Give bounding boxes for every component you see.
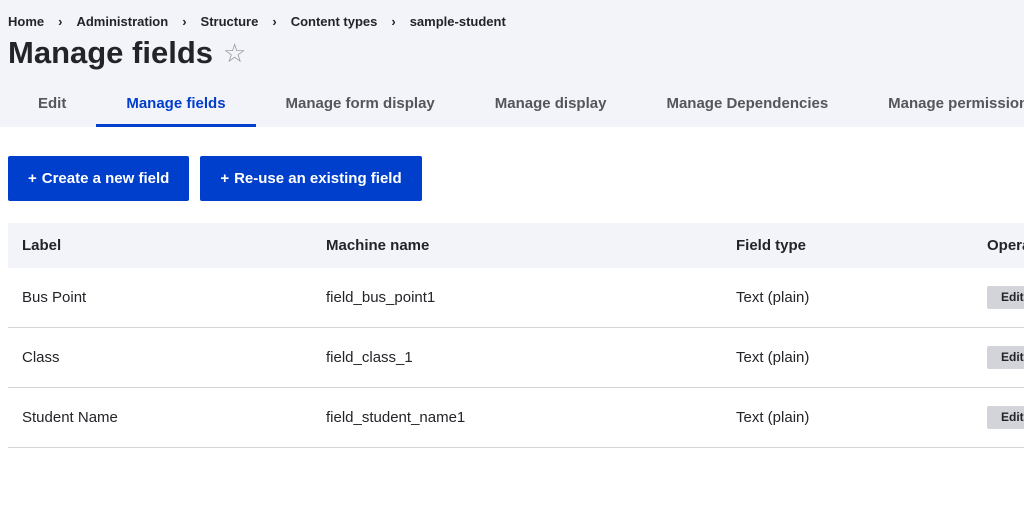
plus-icon: + <box>220 170 230 187</box>
tab-manage-form-display[interactable]: Manage form display <box>285 95 435 112</box>
breadcrumb-administration[interactable]: Administration <box>76 14 169 29</box>
title-row: Manage fields ☆ <box>8 35 246 71</box>
create-new-field-button[interactable]: +Create a new field <box>8 156 190 201</box>
breadcrumb: Home › Administration › Structure › Cont… <box>8 14 506 29</box>
page-header: Home › Administration › Structure › Cont… <box>0 0 1024 127</box>
star-outline-icon[interactable]: ☆ <box>223 38 247 68</box>
column-header-operations: Operations <box>987 237 1024 254</box>
field-machine-name: field_class_1 <box>326 349 413 366</box>
column-header-label: Label <box>22 237 62 254</box>
reuse-existing-field-label: Re-use an existing field <box>234 170 402 187</box>
field-label: Student Name <box>22 409 118 426</box>
field-type: Text (plain) <box>736 349 810 366</box>
breadcrumb-separator: › <box>272 14 277 29</box>
primary-tabs: Edit Manage fields Manage form display M… <box>0 84 1024 127</box>
breadcrumb-sample-student[interactable]: sample-student <box>409 14 506 29</box>
breadcrumb-content-types[interactable]: Content types <box>290 14 378 29</box>
field-machine-name: field_bus_point1 <box>326 289 436 306</box>
field-machine-name: field_student_name1 <box>326 409 466 426</box>
operations-cell: Edit <box>973 286 1024 309</box>
edit-button[interactable]: Edit <box>987 286 1024 309</box>
table-row: Student Name field_student_name1 Text (p… <box>8 388 1024 448</box>
breadcrumb-separator: › <box>391 14 396 29</box>
field-label: Class <box>22 349 60 366</box>
action-buttons: +Create a new field +Re-use an existing … <box>8 156 433 201</box>
breadcrumb-home[interactable]: Home <box>8 14 45 29</box>
column-header-field-type: Field type <box>736 237 807 254</box>
breadcrumb-separator: › <box>58 14 63 29</box>
create-new-field-label: Create a new field <box>41 170 170 187</box>
table-row: Class field_class_1 Text (plain) Edit <box>8 328 1024 388</box>
tab-edit[interactable]: Edit <box>38 95 67 112</box>
field-type: Text (plain) <box>736 289 810 306</box>
tab-manage-dependencies[interactable]: Manage Dependencies <box>666 95 829 112</box>
column-header-machine-name: Machine name <box>326 237 430 254</box>
operations-cell: Edit <box>973 346 1024 369</box>
edit-button[interactable]: Edit <box>987 406 1024 429</box>
plus-icon: + <box>28 170 37 187</box>
tab-manage-fields[interactable]: Manage fields <box>96 84 256 127</box>
reuse-existing-field-button[interactable]: +Re-use an existing field <box>200 156 422 201</box>
edit-button[interactable]: Edit <box>987 346 1024 369</box>
tab-manage-display[interactable]: Manage display <box>494 95 607 112</box>
breadcrumb-separator: › <box>182 14 187 29</box>
tab-manage-permissions[interactable]: Manage permissions <box>888 95 1024 112</box>
field-type: Text (plain) <box>736 409 810 426</box>
table-row: Bus Point field_bus_point1 Text (plain) … <box>8 268 1024 328</box>
field-label: Bus Point <box>22 289 87 306</box>
operations-cell: Edit <box>973 406 1024 429</box>
breadcrumb-structure[interactable]: Structure <box>200 14 259 29</box>
page-title: Manage fields <box>8 35 213 70</box>
fields-table: Label Machine name Field type Operations… <box>8 223 1024 448</box>
table-header: Label Machine name Field type Operations <box>8 223 1024 268</box>
